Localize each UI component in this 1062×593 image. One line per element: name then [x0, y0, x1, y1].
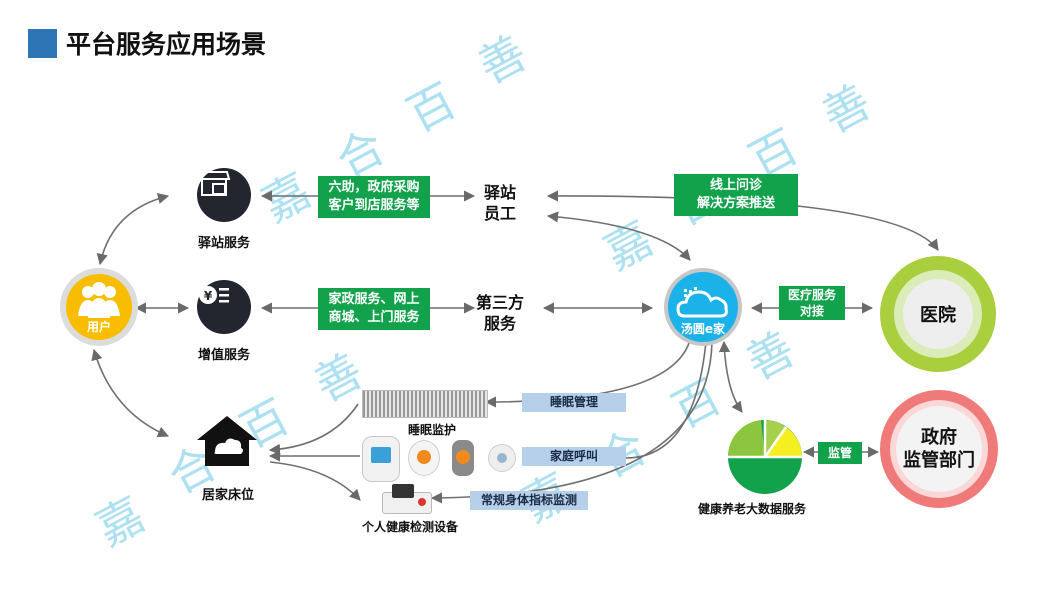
tag-line: 商城、上门服务 [328, 310, 420, 325]
tag-home-call: 家庭呼叫 [522, 447, 626, 466]
sleep-mat-image [362, 390, 488, 418]
big-data-label: 健康养老大数据服务 [698, 502, 807, 516]
hospital-ring: 医院 [894, 270, 982, 358]
shop-icon [197, 171, 231, 196]
platform-node-inner: 汤圆e家 [668, 272, 738, 342]
tag-station-service: 六助，政府采购 客户到店服务等 [318, 176, 430, 218]
third-party-label: 第三方 服务 [470, 292, 530, 334]
arrow-staff-platform [546, 211, 691, 261]
arrow-user-home [91, 348, 170, 438]
device-sensor-dot [497, 453, 507, 463]
tag-line: 对接 [799, 304, 824, 318]
big-data-pie-icon [727, 420, 802, 494]
device-accent [418, 498, 426, 506]
arrow-platform-health [430, 341, 713, 504]
health-device-image [382, 484, 432, 514]
device-watch-image [452, 440, 474, 476]
value-service-icon: ¥ [197, 280, 251, 334]
users-group-icon [78, 282, 120, 318]
arrow-platform-bigdata [718, 340, 743, 413]
arrow-hospital-staff [546, 190, 939, 251]
device-sensor-image [488, 444, 516, 472]
hospital-core: 医院 [903, 279, 973, 349]
arrow-platform-call [625, 341, 707, 459]
tag-line: 解决方案推送 [696, 196, 775, 211]
hospital-label: 医院 [920, 305, 956, 326]
device-watch-face [456, 450, 470, 464]
tag-supervision: 监管 [818, 442, 862, 464]
label-line: 驿站 [483, 183, 516, 202]
value-service-label: 增值服务 [198, 348, 251, 363]
tag-value-service: 家政服务、网上 商城、上门服务 [318, 288, 430, 330]
health-devices-label: 个人健康检测设备 [362, 520, 459, 534]
arrow-user-station [96, 193, 170, 266]
station-service-label: 驿站服务 [198, 236, 251, 251]
label-line: 第三方 [475, 293, 524, 312]
hospital-node: 医院 [880, 256, 996, 372]
sleep-monitor-label: 睡眠监护 [408, 423, 457, 437]
tag-online-consult: 线上问诊 解决方案推送 [674, 174, 798, 216]
cloud-icon [676, 287, 728, 318]
gov-label-line: 监管部门 [903, 450, 975, 471]
device-screen [371, 447, 391, 463]
tag-line: 六助，政府采购 [328, 180, 420, 195]
tag-body-monitoring: 常规身体指标监测 [470, 491, 588, 510]
gov-label-line: 政府 [921, 427, 957, 448]
tag-line: 家政服务、网上 [328, 292, 420, 307]
gov-node: 政府 监管部门 [880, 390, 998, 508]
device-pendant-image [408, 440, 440, 476]
tag-line: 医疗服务 [787, 288, 836, 302]
gov-core: 政府 监管部门 [896, 406, 982, 492]
platform-label: 汤圆e家 [680, 322, 726, 336]
arrow-home-health [269, 461, 361, 501]
label-line: 员工 [483, 204, 516, 223]
device-button [417, 450, 431, 464]
station-service-icon [197, 168, 251, 222]
home-bed-label: 居家床位 [202, 488, 255, 503]
tag-line: 线上问诊 [709, 178, 762, 193]
money-icon: ¥ [199, 286, 229, 304]
arrow-sleep-home [268, 403, 359, 455]
title-marker [28, 29, 57, 58]
svg-text:¥: ¥ [204, 289, 213, 303]
tag-sleep-management: 睡眠管理 [522, 393, 626, 412]
tag-line: 客户到店服务等 [328, 198, 420, 213]
user-node-inner: 用户 [66, 274, 132, 340]
station-staff-label: 驿站 员工 [470, 182, 530, 224]
device-display [392, 484, 414, 498]
user-node: 用户 [60, 268, 138, 346]
tag-medical-service: 医疗服务 对接 [779, 286, 845, 320]
user-label: 用户 [86, 320, 111, 334]
device-tablet-image [362, 436, 400, 482]
label-line: 服务 [483, 314, 516, 333]
page-title: 平台服务应用场景 [66, 30, 267, 59]
platform-node: 汤圆e家 [664, 268, 742, 346]
gov-ring: 政府 监管部门 [890, 400, 988, 498]
home-icon [197, 416, 257, 466]
